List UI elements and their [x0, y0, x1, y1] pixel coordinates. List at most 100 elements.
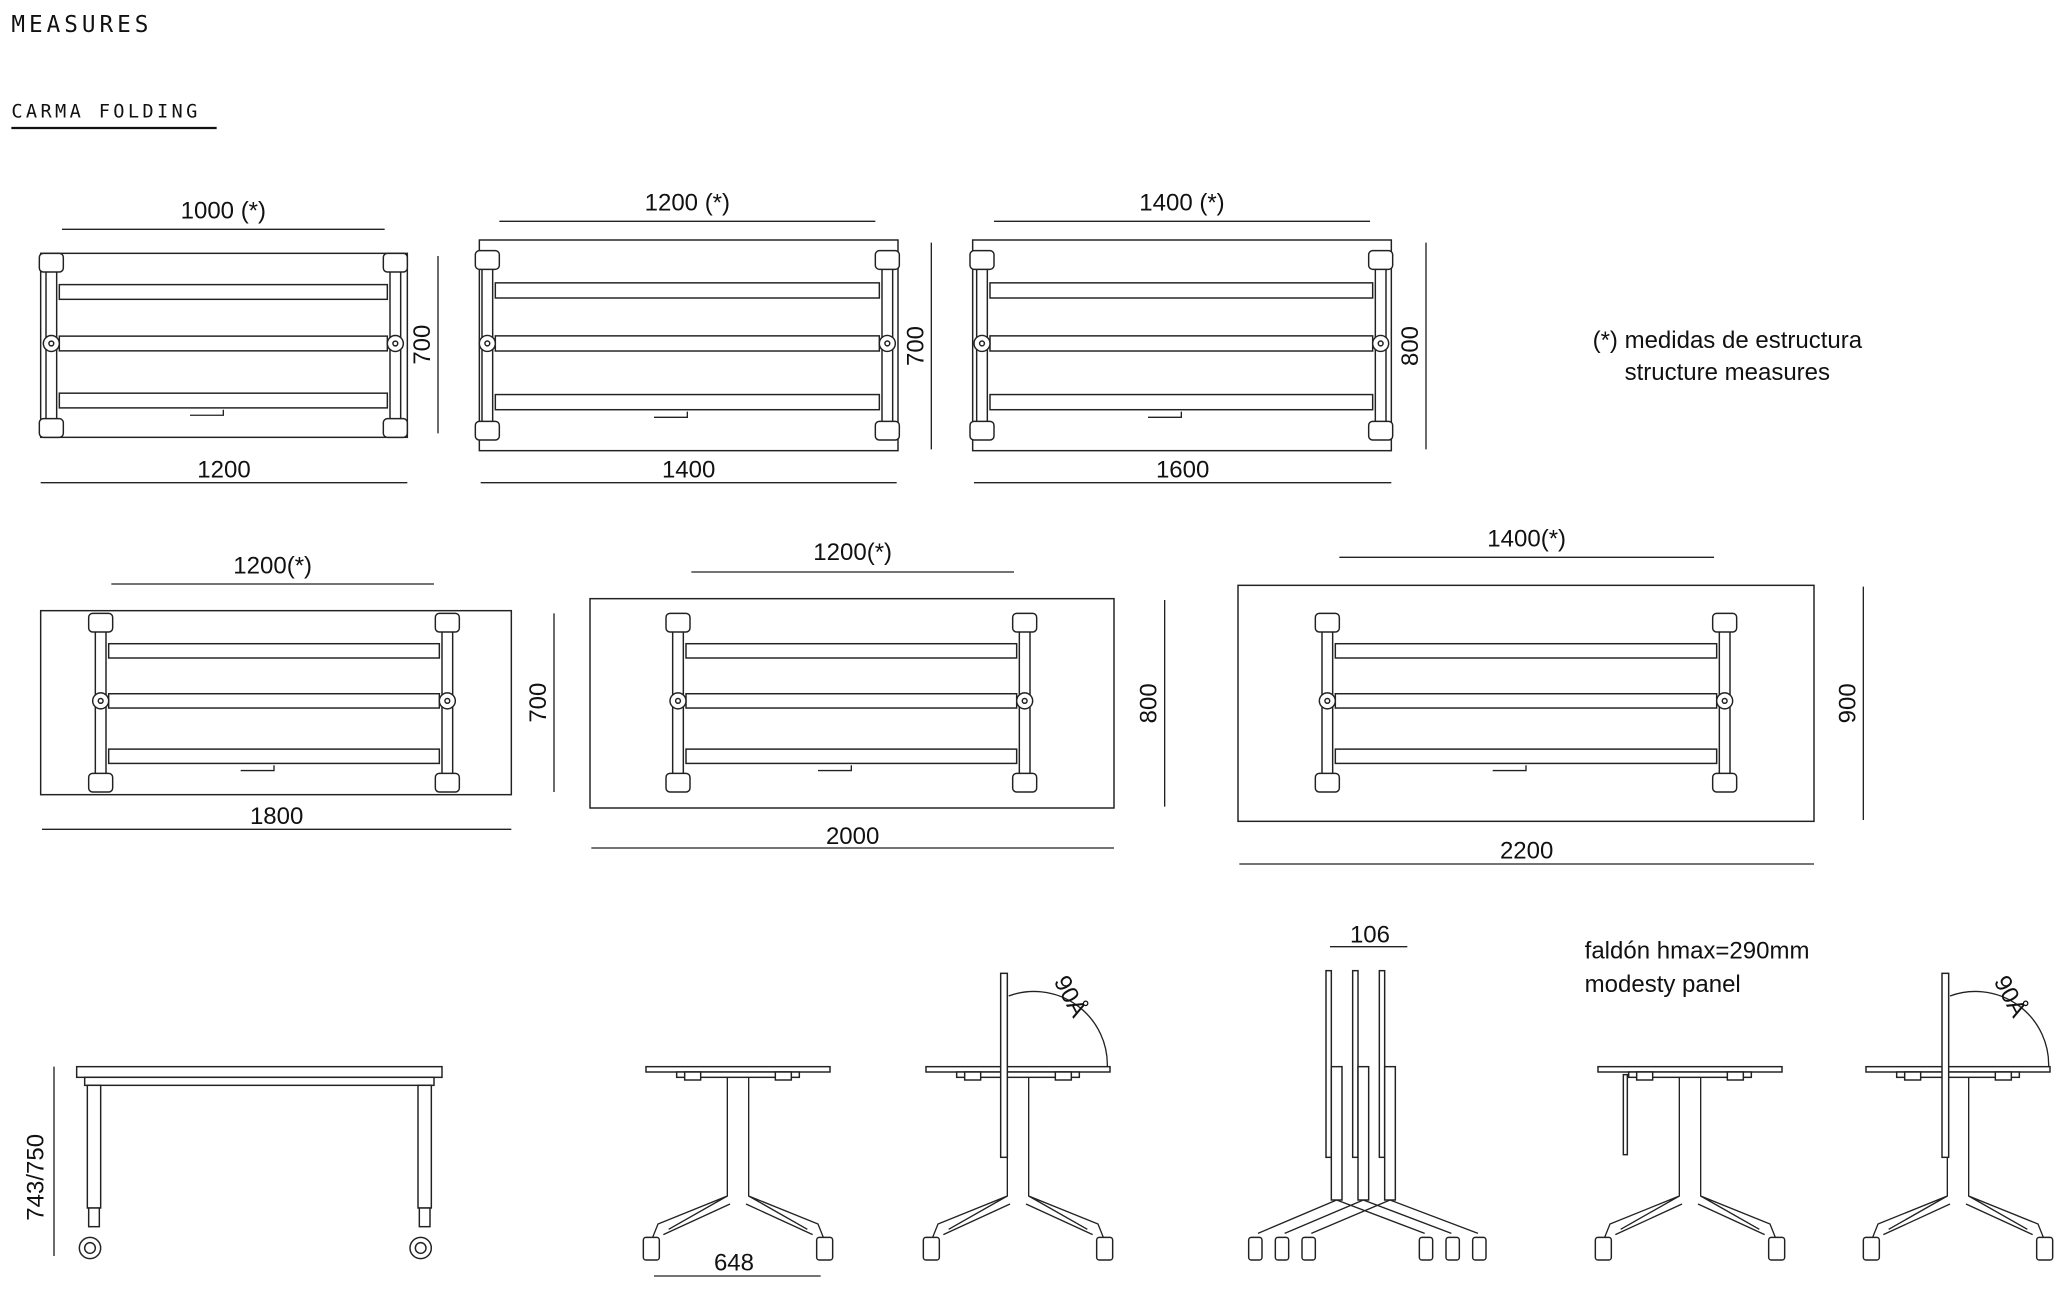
foot-cap	[969, 420, 995, 441]
table-top	[925, 1065, 1111, 1073]
frame-rail	[58, 392, 389, 409]
under-rail	[1895, 1071, 2021, 1079]
foot-cap	[1367, 249, 1394, 271]
plan-view-1: 1000 (*) 700 1200	[38, 198, 439, 483]
frame-rail	[494, 393, 881, 411]
frame-rail	[107, 692, 441, 709]
under-rail	[1627, 1071, 1753, 1079]
frame-rail	[58, 283, 389, 301]
foot-cap	[87, 772, 114, 793]
caster	[1445, 1236, 1461, 1261]
release-lever	[817, 765, 852, 772]
hinge-pin	[392, 340, 399, 347]
foot-cap	[665, 612, 691, 633]
foot-cap	[1711, 772, 1738, 793]
base-leg	[1257, 1199, 1425, 1234]
hinge-pin	[1021, 697, 1028, 705]
foot-cap	[1711, 612, 1738, 633]
caster-fork	[418, 1207, 431, 1228]
frame-rail	[685, 748, 1018, 765]
frame-rail	[1334, 748, 1718, 765]
hinge-pin	[48, 340, 55, 347]
structure-dimension-label: 1000 (*)	[181, 198, 266, 225]
hinge-pin	[884, 340, 891, 347]
frame-rail	[989, 393, 1374, 411]
hinge-pin	[1324, 697, 1331, 705]
foot-cap	[1011, 612, 1038, 633]
frame-rail	[685, 692, 1018, 709]
caster	[1471, 1236, 1487, 1261]
release-lever	[1148, 411, 1182, 418]
base-leg	[1872, 1077, 2044, 1238]
foot-cap	[434, 612, 461, 633]
hinge-pin	[444, 697, 451, 705]
foot-cap	[382, 252, 409, 273]
side-elevation-folding-panel	[1862, 972, 2054, 1261]
fold-angle-arc	[1949, 990, 2050, 1067]
caster	[815, 1236, 834, 1261]
fold-angle-label-2: 90Å	[1988, 971, 2033, 1022]
bracket	[1635, 1071, 1654, 1081]
hinge-pin	[97, 697, 104, 705]
caster	[642, 1236, 661, 1261]
caster	[922, 1236, 941, 1261]
hinge-pin	[1377, 340, 1384, 347]
frame-rail	[989, 335, 1374, 352]
hinge-pin	[484, 340, 491, 347]
frame-rail	[685, 642, 1018, 659]
depth-dimension-label: 900	[1834, 683, 1861, 723]
caster	[1247, 1236, 1263, 1261]
folded-top	[1378, 969, 1386, 1159]
caster-hub	[83, 1241, 97, 1255]
folded-top	[1351, 969, 1359, 1159]
caster-hub	[414, 1241, 427, 1255]
bracket	[1903, 1071, 1922, 1081]
frame-rail	[107, 642, 441, 659]
hinge-pin	[978, 340, 986, 347]
frame-rail	[1334, 642, 1718, 659]
side-elevation-open	[642, 1065, 834, 1277]
frame-rail	[58, 335, 389, 352]
bracket	[1054, 1071, 1073, 1081]
frame-rail	[494, 282, 881, 299]
nested-stack-view	[1247, 946, 1487, 1261]
caster	[1301, 1236, 1317, 1261]
length-dimension-label: 1600	[1156, 456, 1209, 483]
table-top	[645, 1065, 831, 1073]
bracket	[1726, 1071, 1745, 1081]
caster-fork	[87, 1207, 101, 1228]
elevation-views	[53, 946, 2054, 1277]
caster	[1594, 1236, 1613, 1261]
structure-dimension-label: 1400(*)	[1487, 526, 1566, 553]
modesty-panel	[1622, 1073, 1629, 1156]
foot-cap	[474, 249, 501, 271]
release-lever	[189, 409, 224, 416]
foot-cap	[38, 252, 65, 273]
structure-dimension-label: 1200 (*)	[645, 190, 730, 217]
side-elevation-modesty-panel	[1594, 1065, 1786, 1261]
side-elevation-folding	[922, 972, 1114, 1261]
release-lever	[653, 411, 688, 418]
bracket	[963, 1071, 982, 1081]
caster	[1767, 1236, 1786, 1261]
length-dimension-label: 1800	[250, 803, 303, 830]
column	[1330, 1065, 1343, 1201]
folded-top	[999, 972, 1009, 1159]
length-dimension-label: 1200	[197, 456, 250, 483]
foot-cap	[382, 417, 409, 439]
base-leg	[652, 1077, 824, 1238]
table-top	[1597, 1065, 1783, 1073]
caster	[1095, 1236, 1114, 1261]
depth-dimension-label: 700	[525, 683, 552, 723]
base-leg	[1604, 1077, 1776, 1238]
depth-dimension-label: 700	[409, 325, 436, 365]
bracket	[683, 1071, 702, 1081]
leg	[86, 1084, 102, 1209]
structure-note-line2: structure measures	[1625, 359, 1830, 386]
